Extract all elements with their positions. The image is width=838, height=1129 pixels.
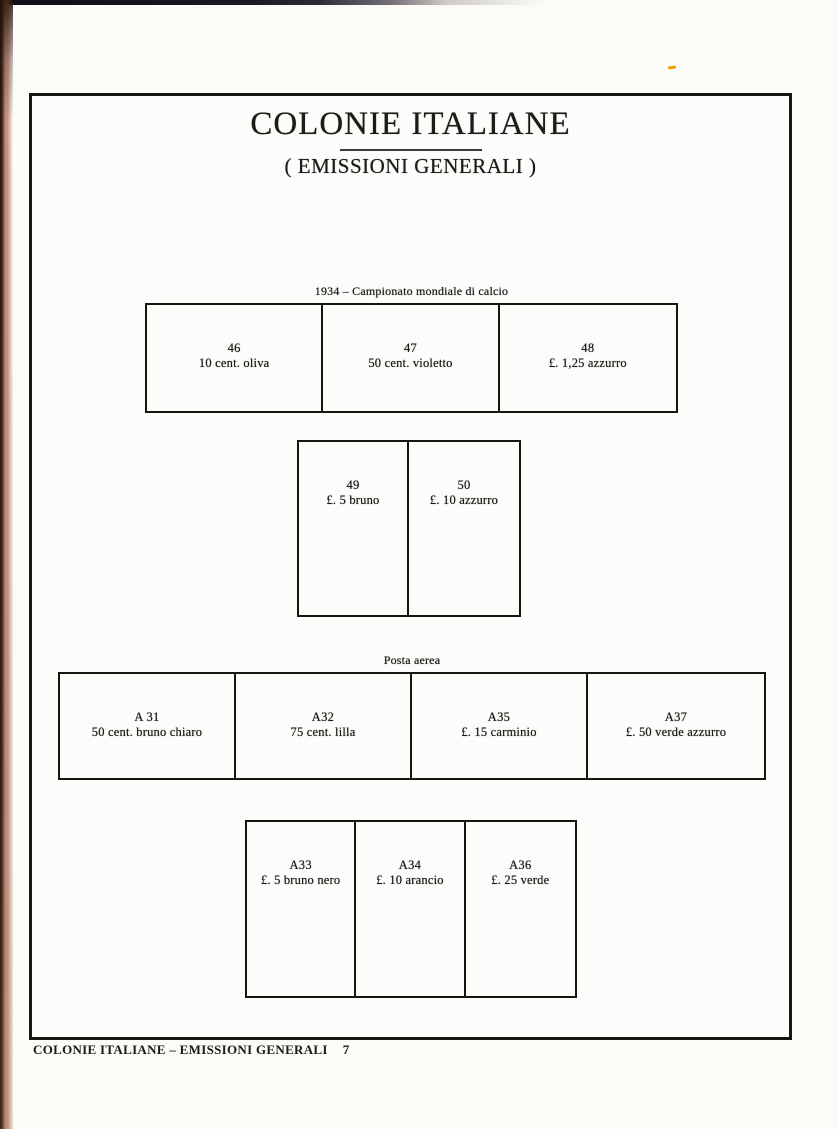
stamp-row: A33 £. 5 bruno nero A34 £. 10 arancio A3… — [245, 820, 577, 998]
stamp-description: 50 cent. violetto — [368, 356, 453, 370]
stamp-number: A34 — [398, 858, 422, 872]
stamp-box: A36 £. 25 verde — [466, 822, 575, 996]
stamp-number: A32 — [311, 710, 335, 724]
section-header-1934: 1934 – Campionato mondiale di calcio — [314, 284, 509, 298]
stamp-box: A33 £. 5 bruno nero — [247, 822, 357, 996]
stamp-number: 47 — [403, 341, 418, 355]
stamp-number: A35 — [487, 710, 511, 724]
stamp-description: £. 50 verde azzurro — [625, 725, 727, 739]
stamp-number: 50 — [457, 478, 471, 492]
stamp-description: £. 10 arancio — [376, 873, 444, 887]
stamp-description: £. 5 bruno — [326, 493, 380, 507]
stamp-description: £. 15 carminio — [461, 725, 537, 739]
stamp-box: 46 10 cent. oliva — [147, 305, 324, 411]
stamp-number: A 31 — [134, 710, 160, 724]
stamp-number: 46 — [227, 341, 241, 355]
stamp-number: 48 — [581, 341, 595, 355]
stamp-description: £. 25 verde — [491, 873, 550, 887]
stamp-number: A36 — [509, 858, 532, 872]
stamp-box: 50 £. 10 azzurro — [409, 442, 519, 615]
title-block: COLONIE ITALIANE ( EMISSIONI GENERALI ) — [32, 106, 789, 178]
footer-text: COLONIE ITALIANE – EMISSIONI GENERALI — [33, 1042, 328, 1057]
page-footer: COLONIE ITALIANE – EMISSIONI GENERALI 7 — [33, 1042, 350, 1058]
page-title: COLONIE ITALIANE — [250, 106, 571, 142]
stamp-box: 48 £. 1,25 azzurro — [500, 305, 676, 411]
stamp-number: 49 — [346, 478, 360, 492]
scan-top-edge — [0, 0, 545, 5]
stamp-description: £. 10 azzurro — [429, 493, 499, 507]
stamp-number: A37 — [664, 710, 688, 724]
section-header-posta-aerea: Posta aerea — [383, 653, 441, 667]
stamp-description: 50 cent. bruno chiaro — [91, 725, 203, 739]
stamp-box: A35 £. 15 carminio — [412, 674, 588, 778]
stamp-box: A37 £. 50 verde azzurro — [588, 674, 764, 778]
stamp-box: A 31 50 cent. bruno chiaro — [60, 674, 236, 778]
album-frame: COLONIE ITALIANE ( EMISSIONI GENERALI ) … — [29, 93, 792, 1040]
page-subtitle: ( EMISSIONI GENERALI ) — [284, 154, 537, 178]
stamp-box: 47 50 cent. violetto — [323, 305, 500, 411]
stamp-description: 10 cent. oliva — [198, 356, 270, 370]
page-number: 7 — [342, 1042, 350, 1057]
stamp-box: A34 £. 10 arancio — [356, 822, 466, 996]
stamp-row: 49 £. 5 bruno 50 £. 10 azzurro — [297, 440, 521, 617]
stamp-box: A32 75 cent. lilla — [236, 674, 412, 778]
title-underline — [339, 149, 482, 151]
stamp-row: A 31 50 cent. bruno chiaro A32 75 cent. … — [58, 672, 766, 780]
orange-scan-mark — [667, 65, 677, 70]
stamp-description: £. 1,25 azzurro — [548, 356, 627, 370]
stamp-description: £. 5 bruno nero — [260, 873, 341, 887]
stamp-description: 75 cent. lilla — [290, 725, 356, 739]
stamp-number: A33 — [289, 858, 312, 872]
stamp-box: 49 £. 5 bruno — [299, 442, 409, 615]
stamp-row: 46 10 cent. oliva 47 50 cent. violetto 4… — [145, 303, 678, 413]
binding-edge — [0, 0, 13, 1129]
